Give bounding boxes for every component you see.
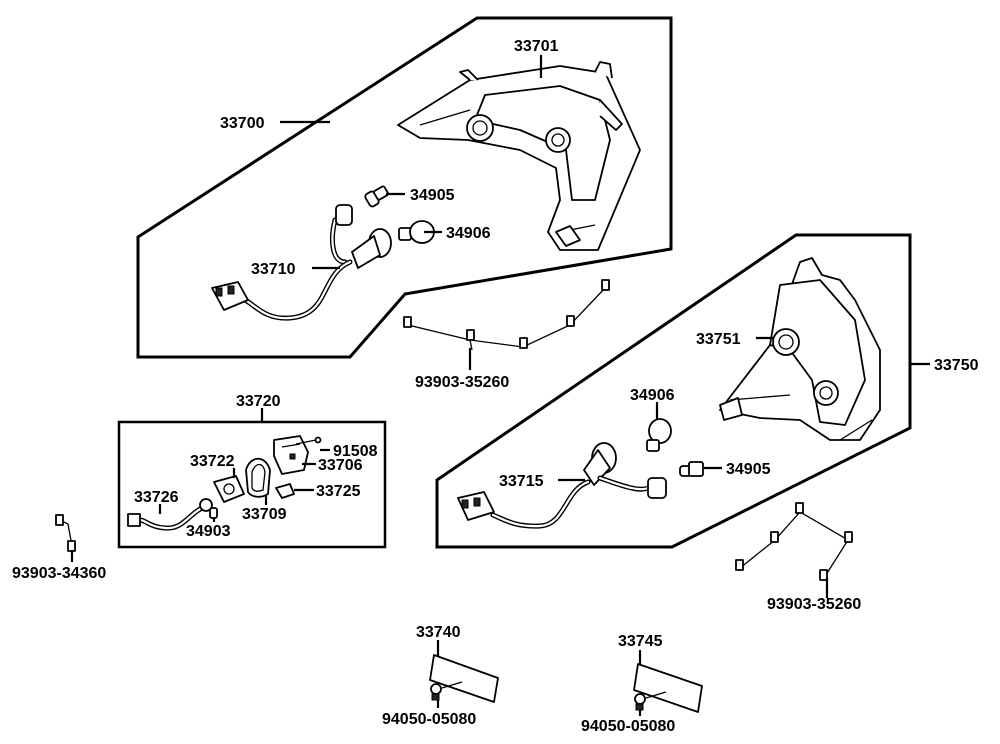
label-34906-right: 34906 [630, 387, 675, 404]
label-91508: 91508 [333, 443, 378, 460]
reflector-33745 [633, 663, 703, 713]
label-33726: 33726 [134, 489, 179, 506]
license-lamp-parts-33720 [127, 435, 322, 531]
part-labels: 33701 33700 34905 34906 33710 93903-3526… [12, 38, 979, 735]
group-frame-33720 [117, 420, 387, 549]
label-33722: 33722 [190, 453, 235, 470]
label-33750: 33750 [934, 357, 979, 374]
label-34905-top: 34905 [410, 187, 455, 204]
label-33740: 33740 [416, 624, 461, 641]
label-93903-35260-right: 93903-35260 [767, 596, 861, 613]
label-93903-34360: 93903-34360 [12, 565, 106, 582]
bulb-34906-right [646, 418, 672, 452]
label-33720: 33720 [236, 393, 281, 410]
label-94050-05080-left: 94050-05080 [382, 711, 476, 728]
label-33706: 33706 [318, 457, 363, 474]
bulb-34905-top [364, 185, 389, 208]
label-33701: 33701 [514, 38, 559, 55]
screws-93903-34360 [55, 514, 76, 552]
label-34903: 34903 [186, 523, 231, 540]
label-33715: 33715 [499, 473, 544, 490]
label-33709: 33709 [242, 506, 287, 523]
label-94050-05080-right: 94050-05080 [581, 718, 675, 735]
label-34905-right: 34905 [726, 461, 771, 478]
label-33725: 33725 [316, 483, 361, 500]
label-34906-top: 34906 [446, 225, 491, 242]
label-33751: 33751 [696, 331, 741, 348]
group-frame-33750 [435, 233, 912, 549]
rear-lamp-housing-33701 [397, 61, 641, 251]
bulb-34905-right [679, 461, 704, 477]
label-93903-35260-top: 93903-35260 [415, 374, 509, 391]
leader-lines [70, 55, 930, 716]
wiring-harness-33715 [457, 442, 667, 529]
label-33745: 33745 [618, 633, 663, 650]
screws-93903-35260-top [403, 279, 610, 351]
label-33710: 33710 [251, 261, 296, 278]
wiring-harness-33710 [211, 204, 392, 321]
rear-lamp-housing-33751 [719, 257, 881, 441]
group-frame-33700 [136, 16, 673, 359]
screws-93903-35260-right [735, 502, 853, 581]
reflector-33740 [429, 654, 499, 703]
label-33700: 33700 [220, 115, 265, 132]
